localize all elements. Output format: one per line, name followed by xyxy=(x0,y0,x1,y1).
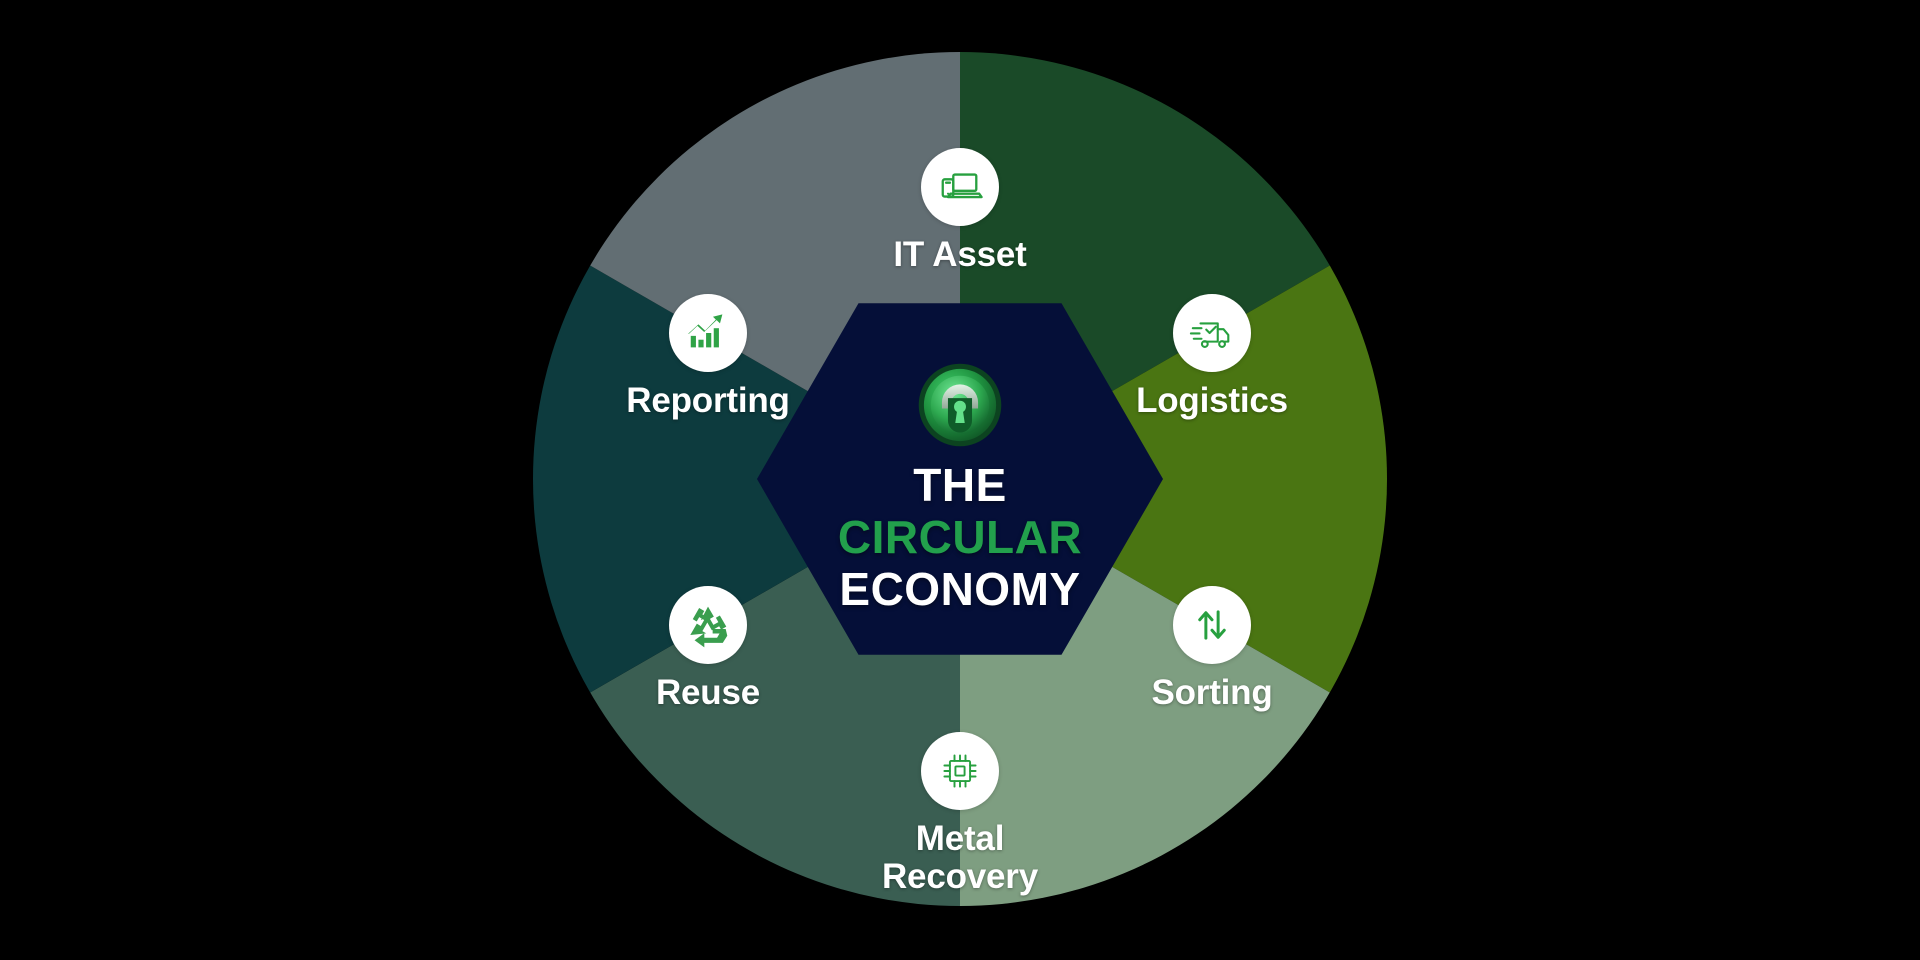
segment-label: Metal Recovery xyxy=(881,819,1038,896)
center-title-line-2: CIRCULAR xyxy=(837,511,1083,563)
segment-it-asset[interactable]: IT Asset xyxy=(830,148,1090,274)
circular-economy-wheel: IT Asset Logistics xyxy=(533,52,1387,906)
segment-label: Sorting xyxy=(1151,673,1273,712)
sector-logistics[interactable] xyxy=(960,129,1387,829)
segment-label: Reporting xyxy=(626,381,790,420)
segment-metal-recovery[interactable]: Metal Recovery xyxy=(830,732,1090,896)
segment-label: IT Asset xyxy=(893,235,1027,274)
center-title-line-3: ECONOMY xyxy=(839,563,1081,615)
segment-reuse[interactable]: Reuse xyxy=(578,586,838,712)
segment-label: Logistics xyxy=(1136,381,1288,420)
center-title-line-1: THE xyxy=(913,459,1007,511)
segment-label: Reuse xyxy=(655,673,761,712)
up-down-arrows-icon xyxy=(1173,586,1251,664)
laptop-phone-icon xyxy=(921,148,999,226)
center-brand-block: THE CIRCULAR ECONOMY xyxy=(740,362,1180,612)
growth-chart-icon xyxy=(669,294,747,372)
shield-keyhole-logo xyxy=(918,363,1002,447)
sector-reuse[interactable] xyxy=(533,129,960,829)
segment-reporting[interactable]: Reporting xyxy=(578,294,838,420)
recycle-icon xyxy=(669,586,747,664)
center-hexagon xyxy=(757,303,1163,655)
microchip-icon xyxy=(921,732,999,810)
delivery-truck-icon xyxy=(1173,294,1251,372)
segment-logistics[interactable]: Logistics xyxy=(1082,294,1342,420)
wheel-svg xyxy=(533,52,1387,906)
segment-sorting[interactable]: Sorting xyxy=(1082,586,1342,712)
